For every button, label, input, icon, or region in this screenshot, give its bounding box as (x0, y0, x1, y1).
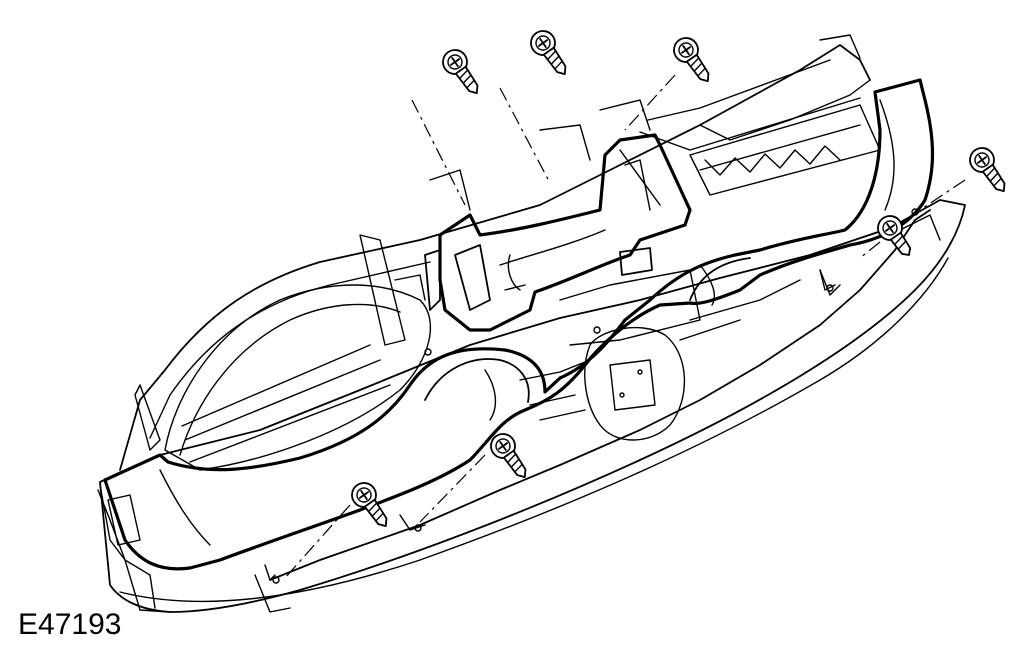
figure-reference-code: E47193 (18, 608, 122, 641)
screw-2 (530, 30, 567, 76)
instrument-panel-body (97, 34, 966, 613)
screw-4 (969, 147, 1006, 193)
screw-1 (442, 49, 479, 95)
centre-duct-bracket (424, 133, 692, 332)
leader-lines (284, 74, 966, 579)
screw-6 (490, 433, 527, 479)
screw-7 (351, 482, 388, 528)
screw-5 (877, 215, 912, 256)
screw-3 (673, 37, 710, 83)
mounting-holes (272, 208, 919, 584)
